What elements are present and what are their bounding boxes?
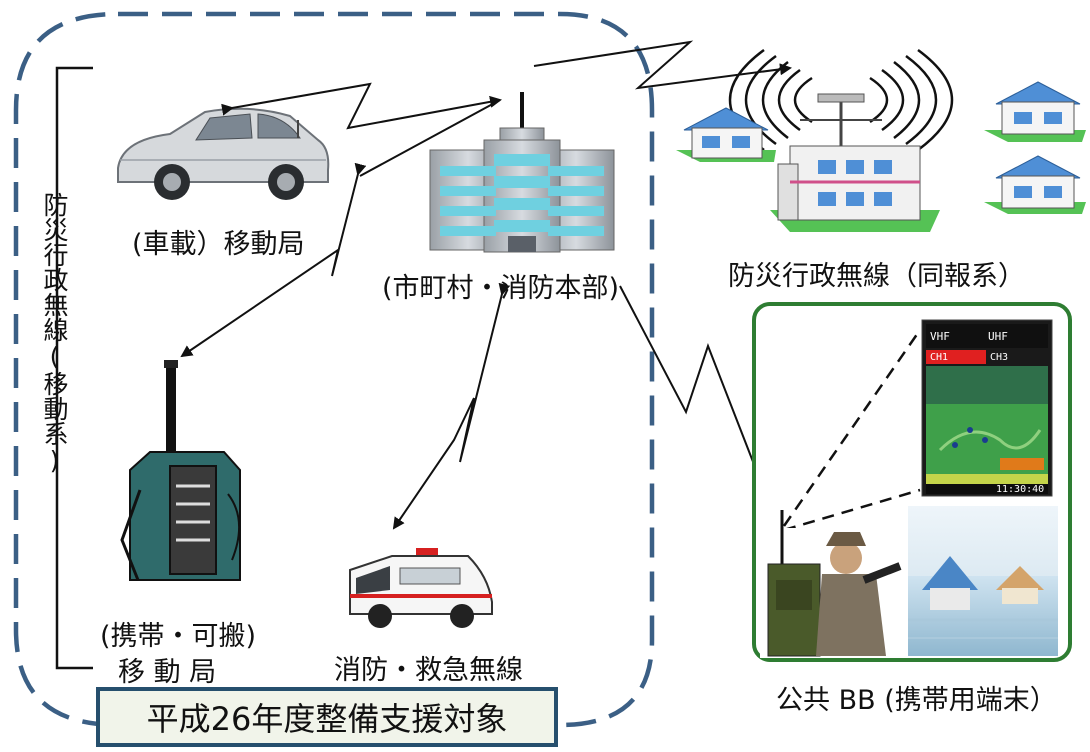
field-operator-icon (760, 510, 910, 658)
screen-header-left: VHF (930, 330, 950, 343)
subsidy-banner-text: 平成26年度整備支援対象 (146, 700, 508, 738)
mobile-system-label: 防災行政無線(移動系) (40, 192, 69, 475)
vehicle-station-label: (車載）移動局 (132, 229, 305, 260)
bb-dashed-line-lower (783, 488, 921, 532)
link-car-hq (221, 82, 502, 130)
terminal-screen-icon (921, 319, 1053, 497)
portable-radio-icon (112, 358, 241, 588)
link-hq-ambulance (392, 282, 511, 530)
public-bb-label: 公共 BB (携帯用端末） (776, 685, 1057, 716)
hq-label: (市町村・消防本部) (382, 273, 620, 304)
broadcast-houses-icon (676, 48, 1086, 232)
subsidy-banner: 平成26年度整備支援対象 (96, 687, 558, 747)
screen-ch-left: CH1 (930, 352, 948, 363)
screen-clock: 11:30:40 (996, 484, 1044, 495)
ambulance-icon (344, 546, 496, 632)
screen-ch-right: CH3 (990, 352, 1008, 363)
fire-ambulance-label: 消防・救急無線 (334, 655, 523, 686)
link-hq-portable-upper (359, 99, 501, 177)
broadcast-label: 防災行政無線（同報系） (728, 261, 1025, 292)
flood-photo-icon (908, 506, 1058, 656)
link-hq-public-bb (619, 285, 780, 528)
link-hq-broadcast (533, 40, 792, 90)
coverage-dashed-border (13, 11, 655, 728)
link-hq-portable (180, 162, 367, 358)
portable-label-line1: (携帯・可搬) (100, 621, 257, 652)
portable-label-line2: 移 動 局 (118, 657, 217, 688)
hq-building-icon (429, 92, 615, 253)
screen-header-right: UHF (988, 330, 1008, 343)
left-bracket (55, 66, 93, 670)
